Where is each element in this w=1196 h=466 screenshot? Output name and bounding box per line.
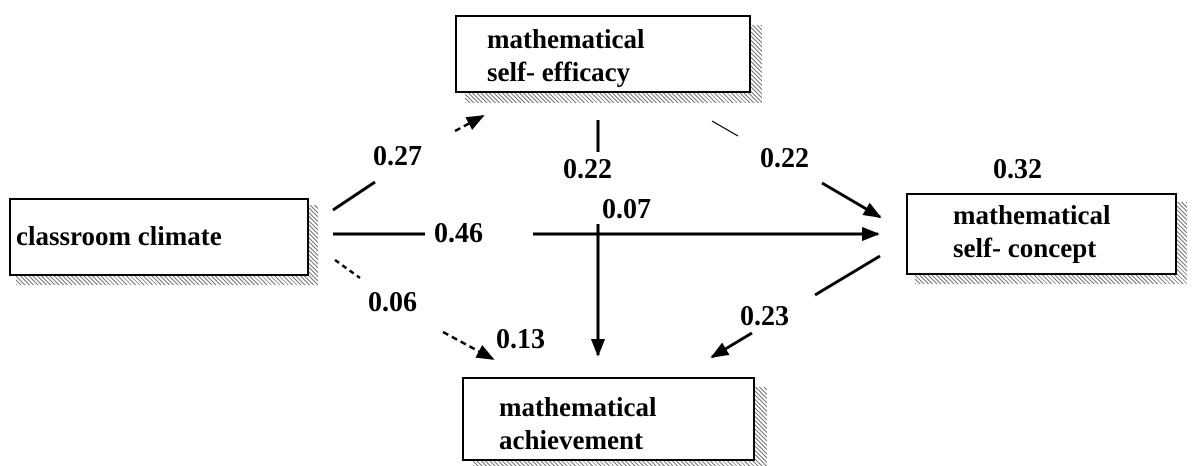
node-achievement: mathematical achievement bbox=[462, 377, 755, 461]
coef-climate-to-achievement: 0.06 bbox=[368, 287, 417, 318]
coef-efficacy-to-concept: 0.22 bbox=[760, 143, 809, 174]
path-efficacy-to-concept bbox=[711, 120, 882, 219]
node-classroom-climate: classroom climate bbox=[9, 198, 309, 276]
node-achievement-line1: mathematical bbox=[499, 392, 657, 422]
coef-efficacy-to-achievement: 0.22 bbox=[563, 154, 612, 185]
path-concept-to-achievement bbox=[710, 254, 881, 359]
node-classroom-climate-line1: classroom climate bbox=[16, 221, 222, 251]
coef-via-efficacy-to-concept: 0.07 bbox=[602, 194, 651, 225]
node-self-efficacy: mathematical self- efficacy bbox=[455, 15, 751, 93]
coef-climate-to-concept: 0.46 bbox=[434, 218, 483, 249]
node-self-concept-line1: mathematical bbox=[953, 200, 1111, 230]
node-self-concept-line2: self- concept bbox=[953, 233, 1097, 263]
coef-concept-r2: 0.32 bbox=[993, 154, 1042, 185]
coef-climate-to-efficacy: 0.27 bbox=[373, 141, 422, 172]
node-achievement-line2: achievement bbox=[499, 425, 643, 455]
node-self-concept: mathematical self- concept bbox=[906, 193, 1177, 275]
path-climate-to-efficacy bbox=[332, 114, 485, 212]
coef-achievement-r2: 0.13 bbox=[496, 324, 545, 355]
node-self-efficacy-line1: mathematical bbox=[487, 24, 645, 54]
coef-concept-to-achievement: 0.23 bbox=[740, 301, 789, 332]
node-self-efficacy-line2: self- efficacy bbox=[487, 57, 631, 87]
